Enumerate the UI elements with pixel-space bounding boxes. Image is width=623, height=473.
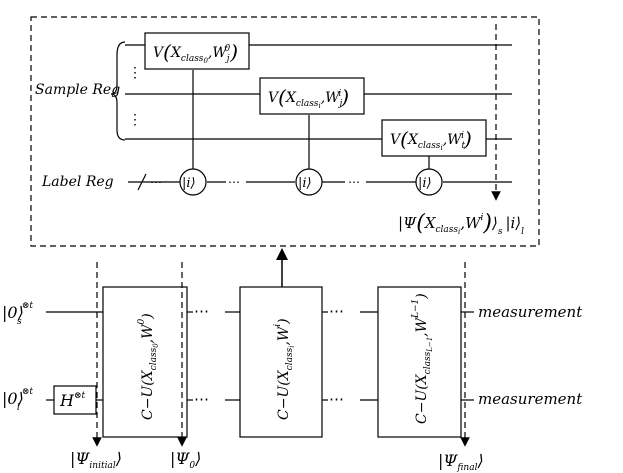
svg-text:V(Xclassi,Wti): V(Xclassi,Wti) — [390, 127, 472, 152]
vdots-1: ⋮ — [128, 65, 142, 81]
control-ket-1: |i⟩ — [182, 176, 196, 191]
v-gate-2 — [259, 77, 365, 115]
label-wire-dots-3: ⋯ — [348, 175, 360, 189]
control-circle-1 — [179, 168, 207, 196]
control-circle-2 — [295, 168, 323, 196]
cu-gate-3 — [377, 286, 462, 438]
label-reg-label: Label Reg — [41, 174, 114, 190]
label-wire-slash — [137, 173, 147, 191]
cu-gate-3-label: C−U(XclassL−1,WL−1) — [411, 293, 434, 424]
sample-reg-brace — [110, 41, 126, 141]
svg-text:V(Xclassi,Wji): V(Xclassi,Wji) — [268, 85, 349, 110]
state-final: |Ψfinal⟩ — [438, 451, 484, 473]
cu-gate-1 — [102, 286, 188, 438]
measurement-label-bottom: measurement — [478, 390, 583, 408]
hadamard-label: H⊗t — [59, 391, 85, 410]
lower-dots-3: ⋯ — [329, 302, 344, 320]
control-ket-3: |i⟩ — [418, 176, 432, 191]
svg-text:V(Xclass0,Wj0): V(Xclass0,Wj0) — [153, 40, 238, 65]
vdots-2: ⋮ — [128, 112, 142, 128]
upper-dashed-box — [30, 16, 540, 247]
v-gate-1 — [144, 32, 250, 70]
label-wire-dots-1: ⋯ — [150, 175, 162, 189]
lower-dots-2: ⋯ — [194, 390, 209, 408]
control-ket-2: |i⟩ — [298, 176, 312, 191]
state-initial: |Ψinitial⟩ — [70, 449, 122, 471]
label-wire-dots-2: ⋯ — [228, 175, 240, 189]
hadamard-gate — [53, 385, 97, 415]
lower-dots-1: ⋯ — [194, 302, 209, 320]
cu-gate-2 — [239, 286, 323, 438]
state-zero: |Ψ0⟩ — [170, 449, 201, 471]
cu-gate-2-label: C−U(Xclassi,Wi) — [273, 318, 296, 420]
upper-output-state: |Ψ(Xclassi,Wi)⟩s|i⟩l — [398, 211, 524, 237]
measurement-label-top: measurement — [478, 303, 583, 321]
v-gate-3 — [381, 119, 487, 157]
lower-dots-4: ⋯ — [329, 390, 344, 408]
cu-gate-1-label: C−U(Xclass0,W0) — [137, 313, 160, 420]
sample-reg-label: Sample Reg — [35, 82, 120, 98]
control-circle-3 — [415, 168, 443, 196]
